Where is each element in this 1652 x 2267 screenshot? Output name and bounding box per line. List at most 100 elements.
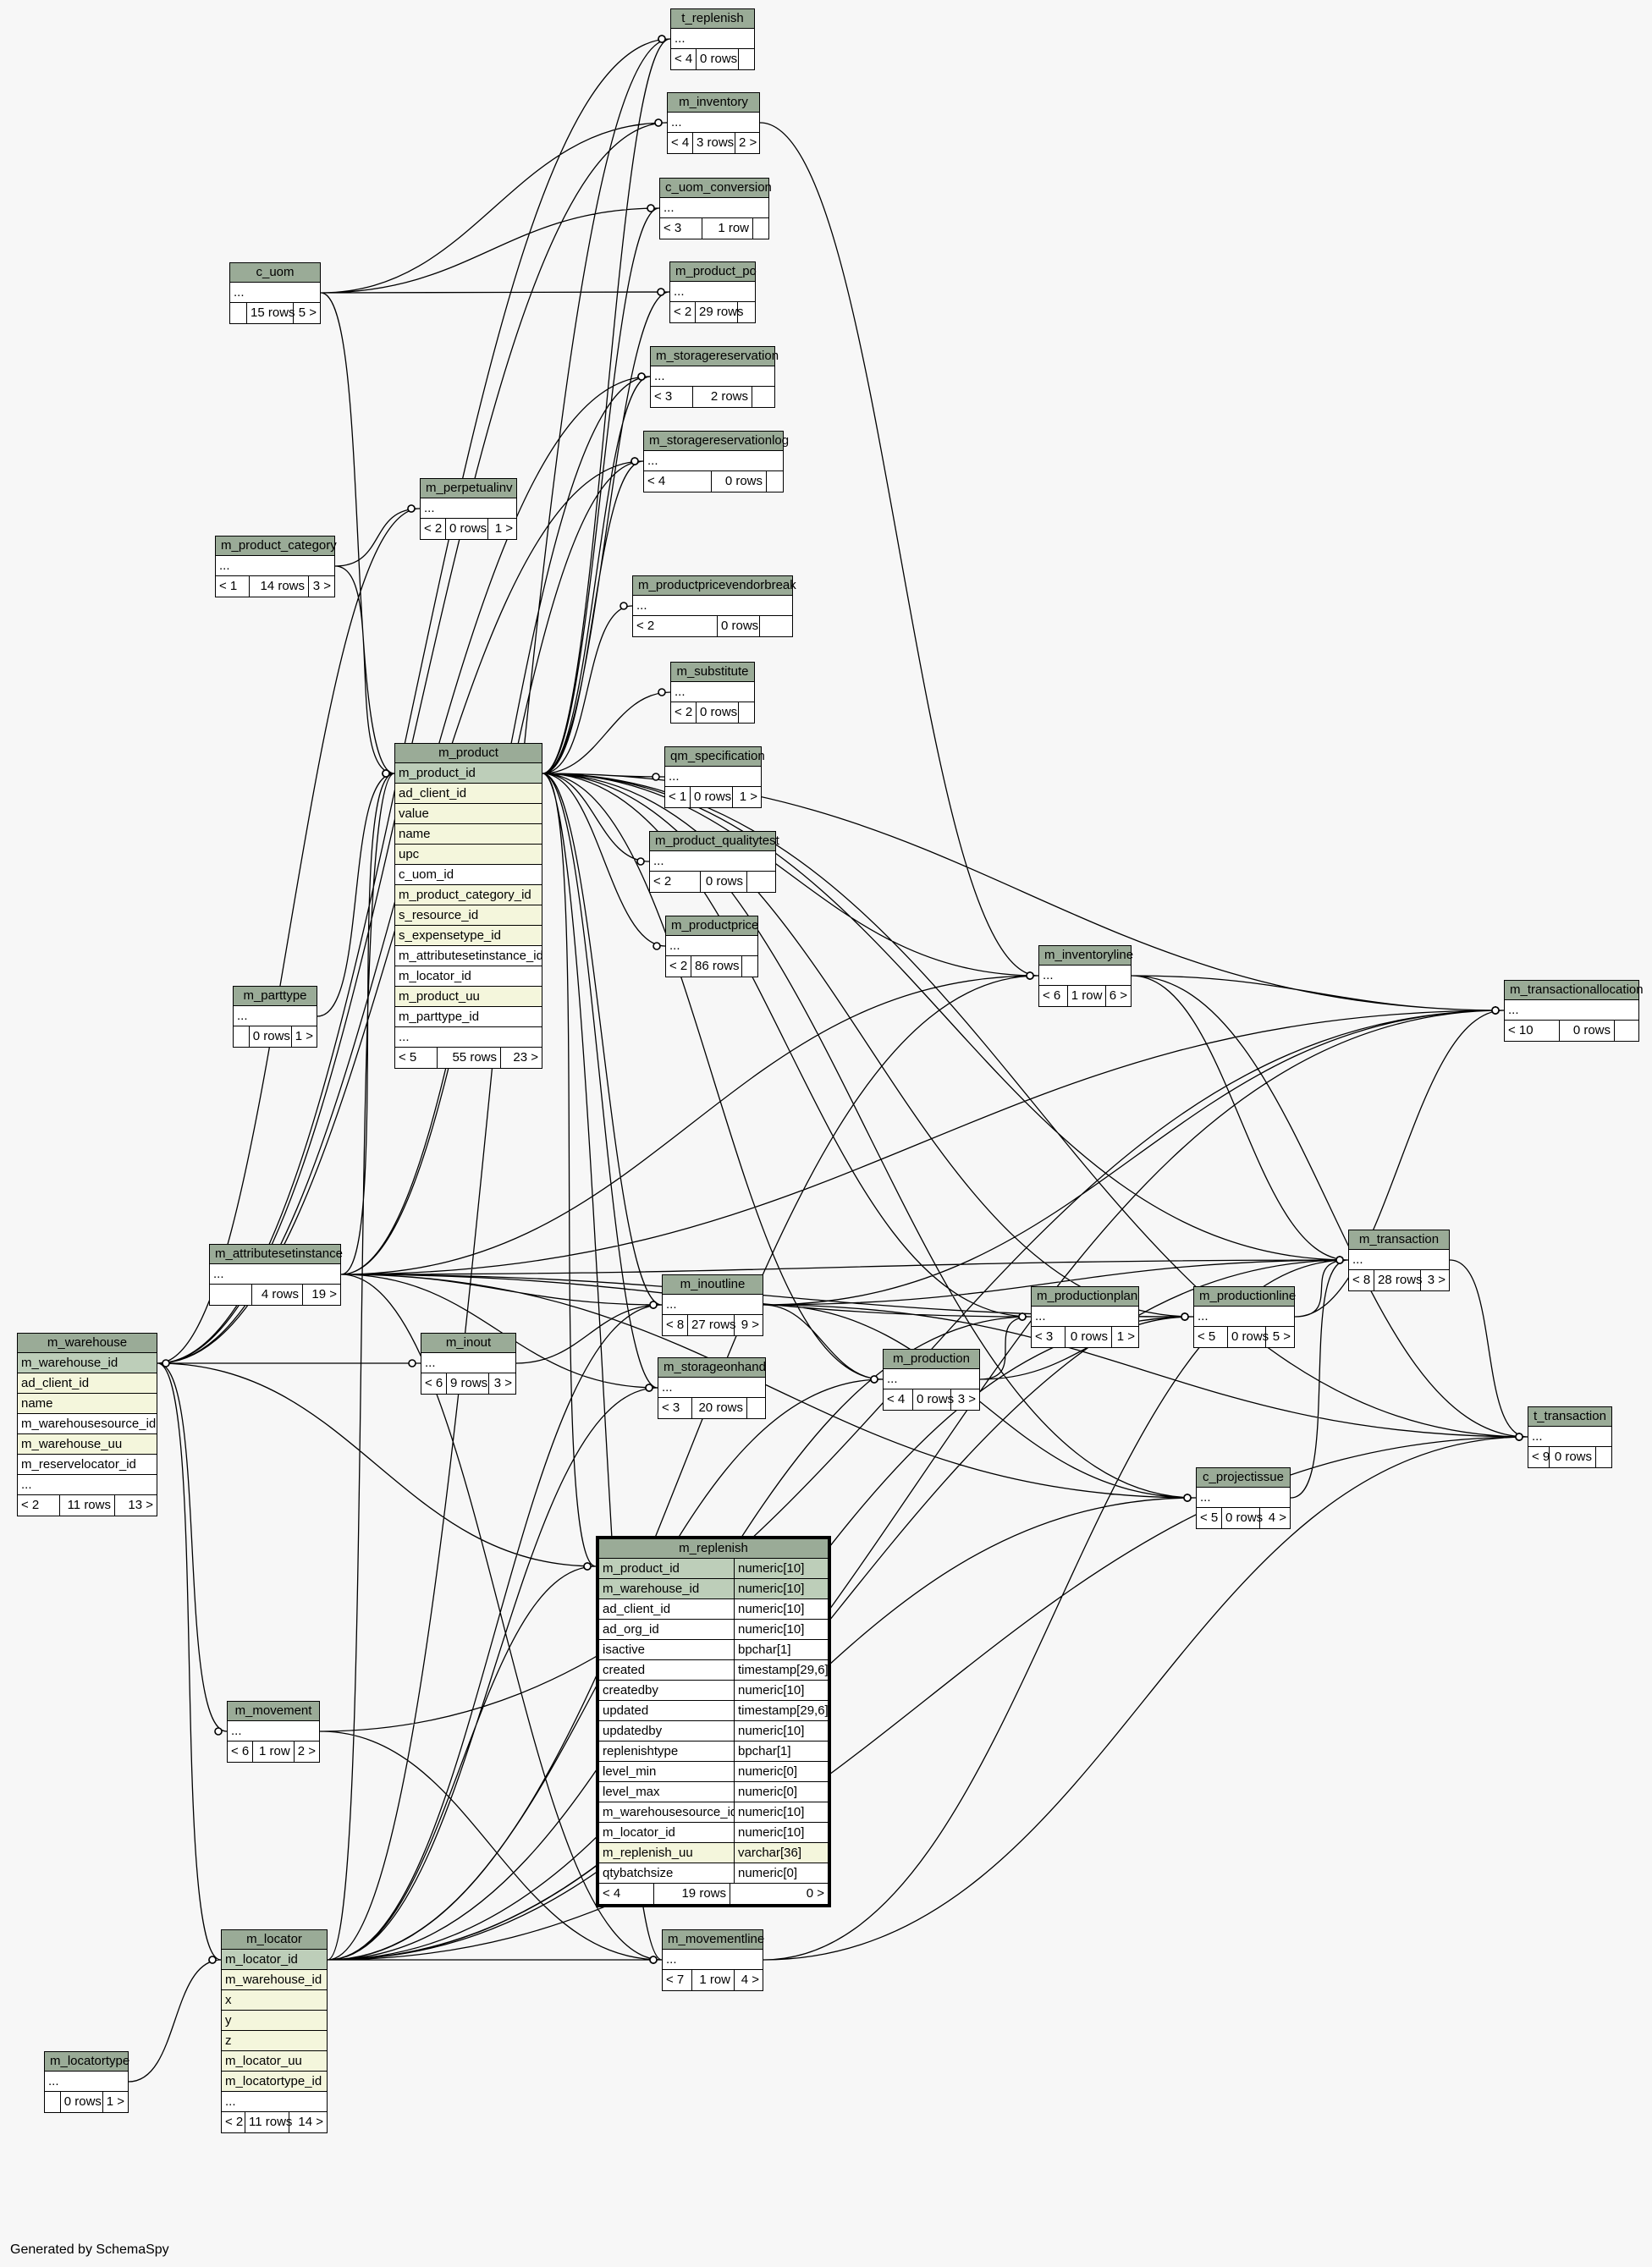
table-name[interactable]: m_movement	[228, 1702, 319, 1721]
parents-link[interactable]: < 6	[421, 1373, 447, 1394]
more-columns[interactable]: ...	[421, 498, 516, 519]
parents-link[interactable]: < 3	[651, 387, 693, 407]
table-name[interactable]: m_locatortype	[45, 2052, 129, 2072]
parents-link[interactable]: < 1	[665, 787, 691, 807]
table-name[interactable]: m_inventory	[668, 93, 759, 113]
table-name[interactable]: m_movementline	[663, 1930, 764, 1950]
more-columns[interactable]: ...	[45, 2072, 128, 2092]
table-name[interactable]: m_replenish	[599, 1539, 828, 1559]
children-link[interactable]: 1 >	[1116, 1329, 1135, 1344]
parents-link[interactable]: < 3	[660, 218, 702, 239]
column-row[interactable]: name	[395, 824, 542, 845]
more-columns[interactable]: ...	[660, 198, 768, 218]
more-columns[interactable]: ...	[234, 1006, 317, 1026]
parents-link[interactable]: < 4	[884, 1389, 913, 1410]
children-link[interactable]	[1615, 1021, 1638, 1041]
column-row[interactable]: m_warehousesource_id	[18, 1414, 157, 1434]
more-columns[interactable]: ...	[216, 556, 334, 576]
children-link[interactable]: 3 >	[493, 1376, 512, 1390]
children-link[interactable]	[747, 872, 775, 892]
parents-link[interactable]: < 2	[650, 872, 701, 892]
table-name[interactable]: m_parttype	[234, 987, 317, 1006]
table-name[interactable]: m_productpricevendorbreak	[633, 576, 796, 596]
parents-link[interactable]: < 2	[633, 616, 718, 636]
children-link[interactable]: 5 >	[1272, 1329, 1291, 1344]
more-columns[interactable]: ...	[671, 682, 754, 702]
more-columns[interactable]: ...	[658, 1378, 765, 1398]
parents-link[interactable]: < 8	[1349, 1270, 1374, 1290]
table-name[interactable]: m_attributesetinstance	[210, 1245, 343, 1264]
children-link[interactable]: 0 >	[806, 1886, 824, 1901]
children-link[interactable]	[753, 218, 768, 239]
more-columns[interactable]: ...	[228, 1721, 319, 1742]
children-link[interactable]: 3 >	[312, 579, 331, 593]
parents-link[interactable]: < 6	[228, 1742, 253, 1762]
column-row[interactable]: m_locator_uu	[222, 2051, 327, 2072]
table-name[interactable]: c_projectissue	[1197, 1468, 1290, 1488]
children-link[interactable]: 1 >	[295, 1029, 313, 1043]
more-columns[interactable]: ...	[644, 451, 783, 471]
table-name[interactable]: m_product_po	[670, 262, 757, 282]
children-link[interactable]: 4 >	[741, 1973, 759, 1987]
table-name[interactable]: m_inout	[421, 1334, 515, 1353]
table-name[interactable]: m_perpetualinv	[421, 479, 516, 498]
column-row[interactable]: ad_client_id	[395, 784, 542, 804]
children-link[interactable]: 1 >	[739, 790, 757, 804]
more-columns[interactable]: ...	[1032, 1307, 1138, 1327]
table-name[interactable]: m_storagereservation	[651, 347, 779, 366]
parents-link[interactable]: < 4	[668, 133, 693, 153]
table-name[interactable]: t_transaction	[1528, 1407, 1611, 1427]
parents-link[interactable]: < 10	[1505, 1021, 1560, 1041]
column-row[interactable]: value	[395, 804, 542, 824]
children-link[interactable]	[738, 302, 755, 322]
more-columns[interactable]: ...	[210, 1264, 340, 1285]
children-link[interactable]: 5 >	[298, 305, 317, 320]
table-name[interactable]: m_inoutline	[663, 1275, 763, 1295]
more-columns[interactable]: ...	[633, 596, 792, 616]
table-name[interactable]: m_storageonhand	[658, 1358, 766, 1378]
parents-link[interactable]: < 3	[658, 1398, 692, 1418]
parents-link[interactable]: < 4	[599, 1884, 654, 1904]
column-row[interactable]: m_warehouse_id	[18, 1353, 157, 1373]
children-link[interactable]: 14 >	[298, 2115, 323, 2129]
column-row[interactable]: s_expensetype_id	[395, 926, 542, 946]
table-name[interactable]: m_productprice	[666, 916, 758, 936]
parents-link[interactable]: < 7	[663, 1970, 692, 1990]
table-name[interactable]: m_warehouse	[18, 1334, 157, 1353]
table-name[interactable]: m_product	[395, 744, 542, 763]
parents-link[interactable]	[45, 2092, 61, 2112]
children-link[interactable]	[747, 1398, 765, 1418]
more-columns[interactable]: ...	[18, 1475, 157, 1495]
more-columns[interactable]: ...	[230, 283, 320, 303]
parents-link[interactable]: < 6	[1039, 986, 1068, 1006]
children-link[interactable]: 1 >	[494, 521, 513, 536]
parents-link[interactable]: < 8	[663, 1315, 688, 1335]
more-columns[interactable]: ...	[666, 936, 757, 956]
more-columns[interactable]: ...	[663, 1295, 763, 1315]
parents-link[interactable]: < 5	[1194, 1327, 1228, 1347]
children-link[interactable]	[1596, 1447, 1611, 1467]
children-link[interactable]: 9 >	[741, 1318, 759, 1332]
column-row[interactable]: m_product_uu	[395, 987, 542, 1007]
